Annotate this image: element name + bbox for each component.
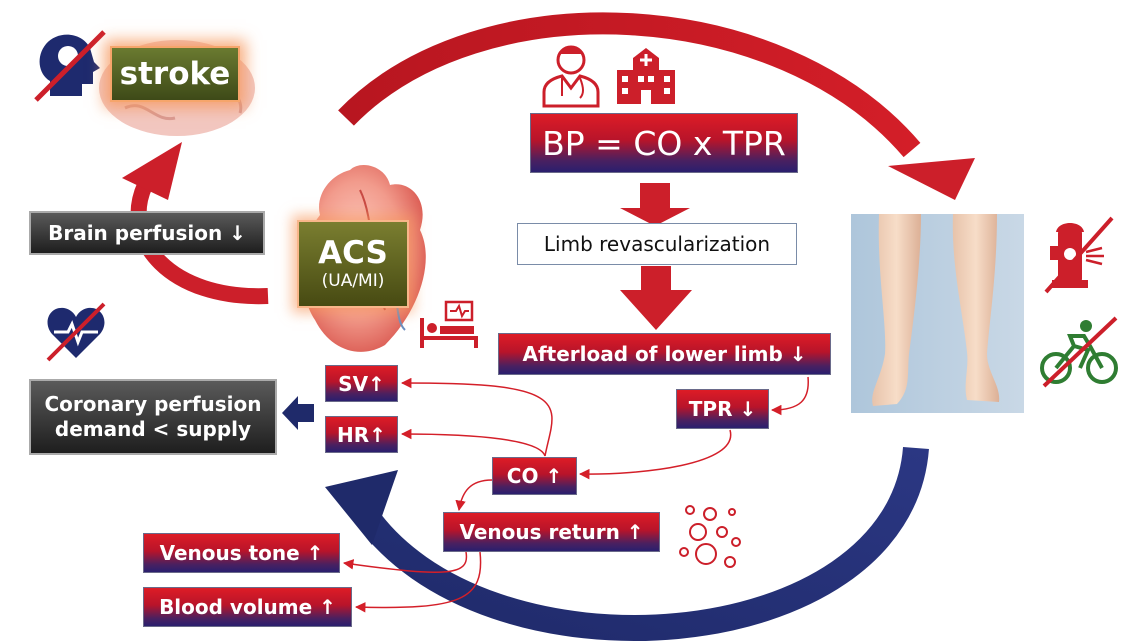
hospital-icon <box>617 48 675 104</box>
coronary-line-1: Coronary perfusion <box>44 392 262 416</box>
acs-label: ACS <box>318 235 388 272</box>
heart-rate-crossed-icon <box>46 302 106 362</box>
tpr-box: TPR ↓ <box>676 389 769 429</box>
cyclist-crossed-icon <box>1040 316 1118 388</box>
top-cycle-arrowhead <box>888 158 975 200</box>
fire-hydrant-crossed-icon <box>1044 216 1114 294</box>
sv-box: SV↑ <box>325 365 398 402</box>
hr-box: HR↑ <box>325 416 398 453</box>
bed-icon <box>420 300 478 348</box>
venous-tone-box: Venous tone ↑ <box>143 533 340 573</box>
doctor-icon <box>542 45 600 108</box>
co-box: CO ↑ <box>492 457 577 495</box>
acs-sublabel: (UA/MI) <box>321 271 385 292</box>
stroke-box: stroke <box>110 46 240 102</box>
limb-revascularization-box: Limb revascularization <box>517 223 797 265</box>
top-cycle-arrow <box>338 12 921 158</box>
bubbles-icon <box>679 505 741 568</box>
venous-return-box: Venous return ↑ <box>443 512 660 552</box>
bp-formula-box: BP = CO x TPR <box>530 113 798 173</box>
acs-to-stroke-arrow <box>130 181 269 305</box>
bottom-cycle-arrowhead <box>325 470 398 545</box>
blood-volume-box: Blood volume ↑ <box>143 587 352 627</box>
brain-perfusion-box: Brain perfusion ↓ <box>29 211 265 255</box>
legs-photo <box>851 214 1024 413</box>
bottom-cycle-arrow <box>351 446 929 641</box>
afterload-box: Afterload of lower limb ↓ <box>498 333 831 375</box>
brain-head-crossed-icon <box>34 30 106 102</box>
coronary-perfusion-box: Coronary perfusion demand < supply <box>29 379 277 455</box>
acs-box: ACS (UA/MI) <box>297 220 409 308</box>
coronary-line-2: demand < supply <box>54 417 252 441</box>
